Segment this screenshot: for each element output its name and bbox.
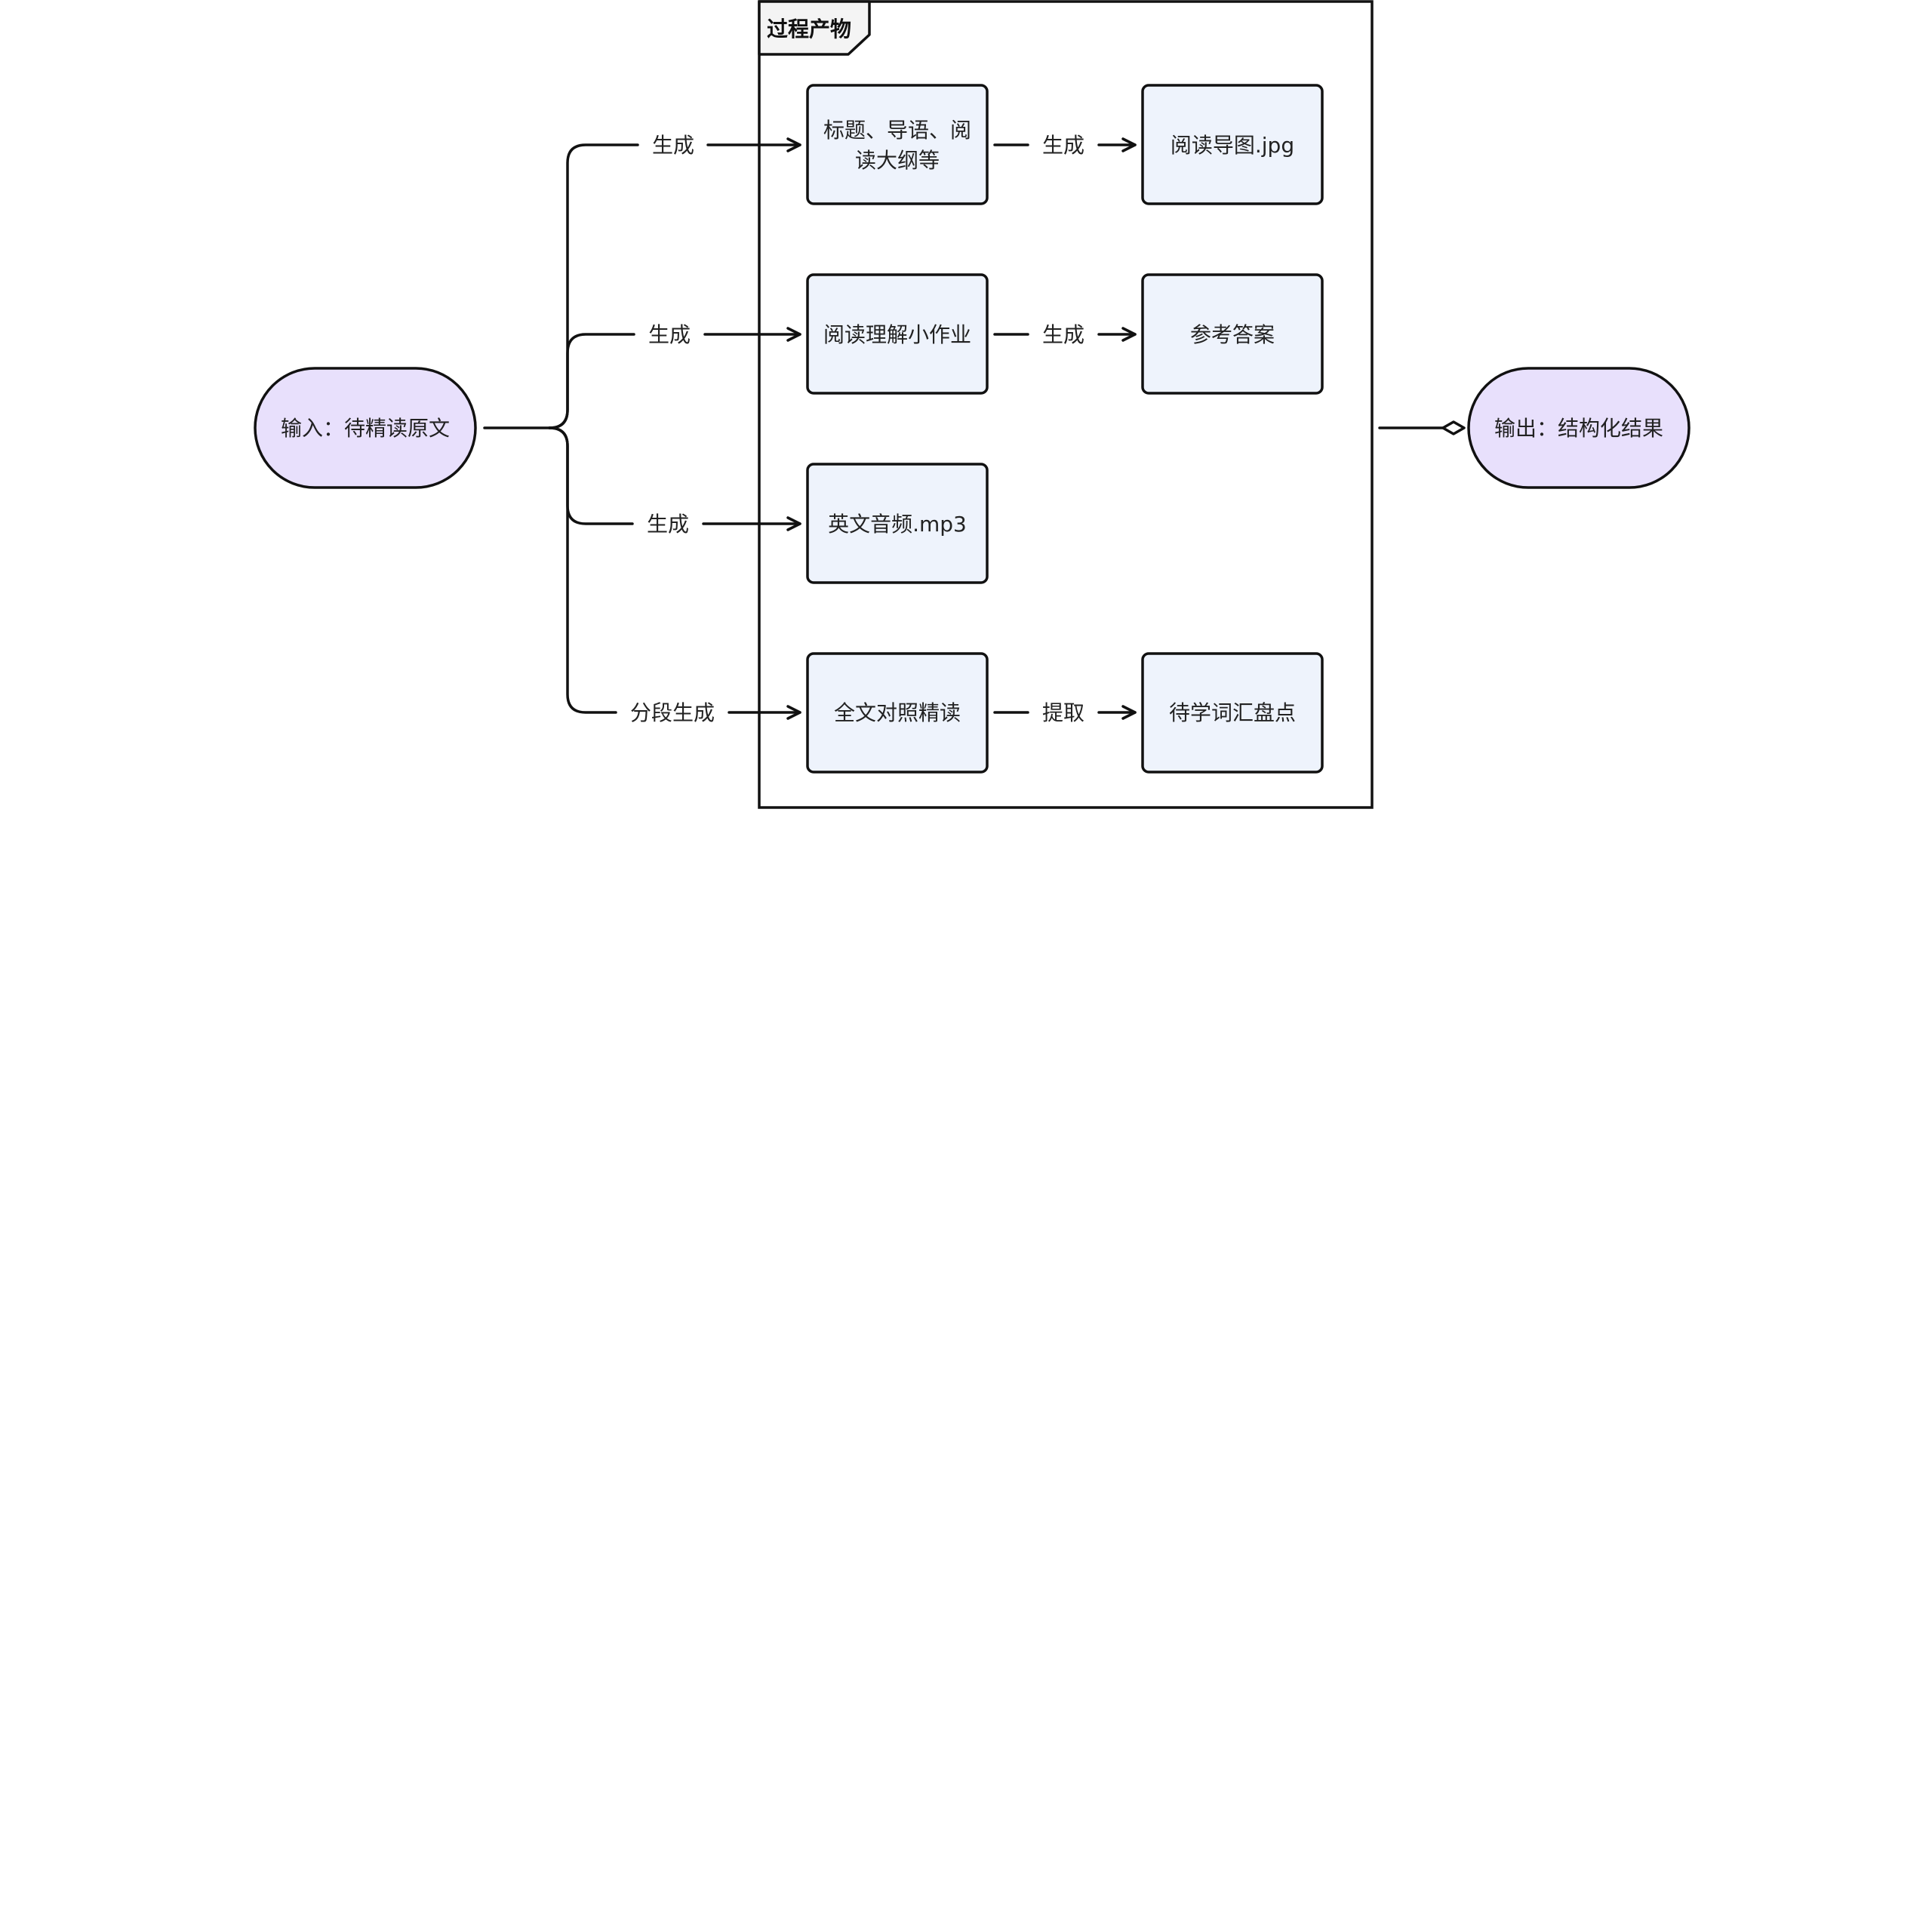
node-vocab-label: 待学词汇盘点 (1169, 700, 1296, 725)
edge-label-gen-3: 生成 (647, 512, 689, 537)
branch-edge-title-outline (548, 143, 639, 429)
group-title: 过程产物 (767, 17, 851, 42)
edge-labels: 生成 生成 生成 分段生成 生成 生成 提取 (630, 133, 1084, 725)
node-title-outline-shape (806, 84, 989, 205)
output-node[interactable]: 输出：结构化结果 (1467, 367, 1690, 489)
node-full-text[interactable]: 全文对照精读 (806, 652, 989, 774)
node-title-outline-line-1: 标题、导语、阅 (823, 118, 971, 143)
group-title-tab (758, 0, 871, 56)
branch-edge-homework (548, 333, 635, 429)
node-full-text-shape (806, 652, 989, 774)
edge-label-extract: 提取 (1042, 700, 1084, 725)
node-answers[interactable]: 参考答案 (1141, 273, 1324, 395)
node-mindmap[interactable]: 阅读导图.jpg (1141, 84, 1324, 205)
node-mindmap-label: 阅读导图.jpg (1171, 133, 1294, 158)
node-answers-label: 参考答案 (1190, 322, 1275, 347)
node-title-outline-line-2: 读大纲等 (855, 148, 940, 173)
branch-edge-audio (548, 426, 634, 525)
node-vocab[interactable]: 待学词汇盘点 (1141, 652, 1324, 774)
edge-label-gen-mindmap: 生成 (1042, 133, 1084, 158)
input-node-label: 输入：待精读原文 (281, 416, 450, 441)
node-full-text-label: 全文对照精读 (834, 700, 961, 725)
edge-label-gen-answers: 生成 (1042, 322, 1084, 347)
node-vocab-shape (1141, 652, 1324, 774)
input-node-shape (254, 367, 477, 489)
output-edge (1378, 420, 1466, 435)
node-title-outline[interactable]: 标题、导语、阅 读大纲等 (806, 84, 989, 205)
aggregation-diamond (1441, 420, 1466, 435)
node-audio-label: 英文音频.mp3 (828, 512, 967, 537)
node-audio[interactable]: 英文音频.mp3 (806, 463, 989, 584)
input-node[interactable]: 输入：待精读原文 (254, 367, 477, 489)
edge-label-gen-2: 生成 (648, 322, 691, 347)
node-mindmap-shape (1141, 84, 1324, 205)
input-edges (483, 137, 801, 720)
output-node-shape (1467, 367, 1690, 489)
node-homework[interactable]: 阅读理解小作业 (806, 273, 989, 395)
edge-label-gen-1: 生成 (652, 133, 694, 158)
edge-label-gen-segmented: 分段生成 (630, 700, 715, 725)
inner-edges (993, 137, 1137, 720)
node-audio-shape (806, 463, 989, 584)
node-homework-shape (806, 273, 989, 395)
branch-edge-full-text (548, 426, 617, 714)
node-homework-label: 阅读理解小作业 (823, 322, 971, 347)
output-node-label: 输出：结构化结果 (1494, 416, 1663, 441)
node-answers-shape (1141, 273, 1324, 395)
